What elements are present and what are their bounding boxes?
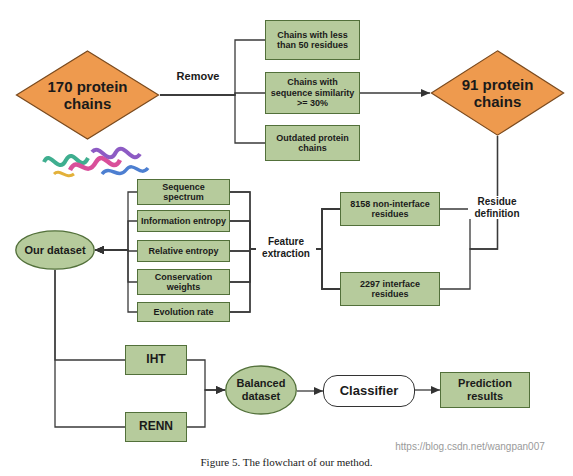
- node-text-block: Chains with sequence similarity >= 30%: [269, 77, 356, 108]
- helix-ribbon: [102, 167, 148, 174]
- node-text-block: 8158 non-interface residues: [344, 199, 436, 220]
- connector: [160, 40, 265, 95]
- connector: [55, 270, 125, 360]
- filter-box: Chains with less than 50 residues: [265, 20, 360, 60]
- helix-ribbon: [54, 172, 74, 175]
- node-text-block: IHT: [146, 353, 165, 367]
- node-label: Prediction results: [444, 377, 526, 402]
- helix-ribbon: [70, 158, 120, 170]
- node-text-block: Our dataset: [24, 244, 85, 257]
- residue-box: 8158 non-interface residues: [340, 192, 440, 226]
- node-label: 2297 interface residues: [344, 279, 436, 300]
- figure-caption: Figure 5. The flowchart of our method.: [0, 456, 573, 468]
- feature-box: Conservation weights: [137, 269, 230, 296]
- node-text-block: Balanced dataset: [233, 377, 289, 402]
- node-text-block: RENN: [139, 420, 173, 434]
- node-label: 170 protein chains: [40, 78, 136, 113]
- node-text-block: Information entropy: [141, 216, 226, 226]
- node-label: Outdated protein chains: [269, 133, 356, 154]
- node-text-block: Sequence spectrum: [141, 182, 226, 203]
- residue-box: 2297 interface residues: [340, 272, 440, 306]
- node-text-block: Prediction results: [444, 377, 526, 402]
- result-diamond: 91 protein chains: [430, 50, 565, 136]
- node-text-block: Classifier: [340, 384, 399, 399]
- connector: [230, 192, 340, 289]
- connector: [297, 390, 323, 391]
- ellipse-shape: [16, 231, 94, 269]
- step-label: Remove: [168, 70, 228, 83]
- node-text-block: Conservation weights: [141, 272, 226, 293]
- connector: [95, 250, 137, 312]
- dataset-ellipse: Balanced dataset: [225, 365, 297, 415]
- node-label: 8158 non-interface residues: [344, 199, 436, 220]
- step-label: Residue definition: [468, 196, 526, 219]
- filter-box: Outdated protein chains: [265, 125, 360, 161]
- ellipse-shape: [226, 366, 297, 414]
- method-box: IHT: [125, 345, 187, 375]
- node-text-block: Evolution rate: [153, 307, 213, 317]
- node-label: Information entropy: [141, 216, 226, 226]
- method-box: RENN: [125, 412, 187, 442]
- feature-box: Sequence spectrum: [137, 179, 230, 206]
- node-text-block: Outdated protein chains: [269, 133, 356, 154]
- node-label: IHT: [146, 353, 165, 367]
- connector: [440, 136, 498, 249]
- result-box: Prediction results: [440, 372, 530, 408]
- node-label: Classifier: [340, 384, 399, 399]
- connector: [95, 221, 137, 250]
- diamond-shape: [16, 51, 158, 139]
- dataset-ellipse: Our dataset: [15, 230, 95, 270]
- node-text-block: 2297 interface residues: [344, 279, 436, 300]
- node-label: Chains with less than 50 residues: [269, 30, 356, 51]
- helix-ribbon: [44, 156, 88, 165]
- connector: [160, 95, 265, 143]
- connector: [360, 92, 430, 93]
- connector: [230, 221, 340, 289]
- node-label: Sequence spectrum: [141, 182, 226, 203]
- connector: [187, 390, 225, 427]
- feature-box: Evolution rate: [137, 302, 230, 322]
- filter-box: Chains with sequence similarity >= 30%: [265, 72, 360, 114]
- node-label: Relative entropy: [148, 246, 218, 256]
- node-text-block: 170 protein chains: [40, 78, 136, 113]
- connector: [230, 209, 340, 312]
- node-label: 91 protein chains: [453, 76, 542, 111]
- node-label: RENN: [139, 420, 173, 434]
- classifier-box: Classifier: [323, 375, 415, 407]
- start-diamond: 170 protein chains: [15, 50, 160, 140]
- node-text-block: Relative entropy: [148, 246, 218, 256]
- connector: [95, 250, 137, 282]
- connector: [415, 389, 440, 390]
- node-label: Conservation weights: [141, 272, 226, 293]
- connector: [187, 360, 225, 390]
- connector: [230, 209, 340, 282]
- watermark: https://blog.csdn.net/wangpan007: [372, 441, 568, 453]
- feature-box: Relative entropy: [137, 240, 230, 262]
- node-label: Chains with sequence similarity >= 30%: [269, 77, 356, 108]
- connector: [55, 270, 125, 427]
- node-text-block: Chains with less than 50 residues: [269, 30, 356, 51]
- feature-box: Information entropy: [137, 210, 230, 232]
- connector: [95, 192, 137, 250]
- node-text-block: 91 protein chains: [453, 76, 542, 111]
- node-label: Balanced dataset: [233, 377, 289, 402]
- node-label: Evolution rate: [153, 307, 213, 317]
- step-label: Feature extraction: [256, 236, 316, 259]
- protein-illustration: [40, 140, 152, 182]
- helix-ribbon: [92, 149, 140, 158]
- diamond-shape: [431, 51, 563, 135]
- node-label: Our dataset: [24, 244, 85, 257]
